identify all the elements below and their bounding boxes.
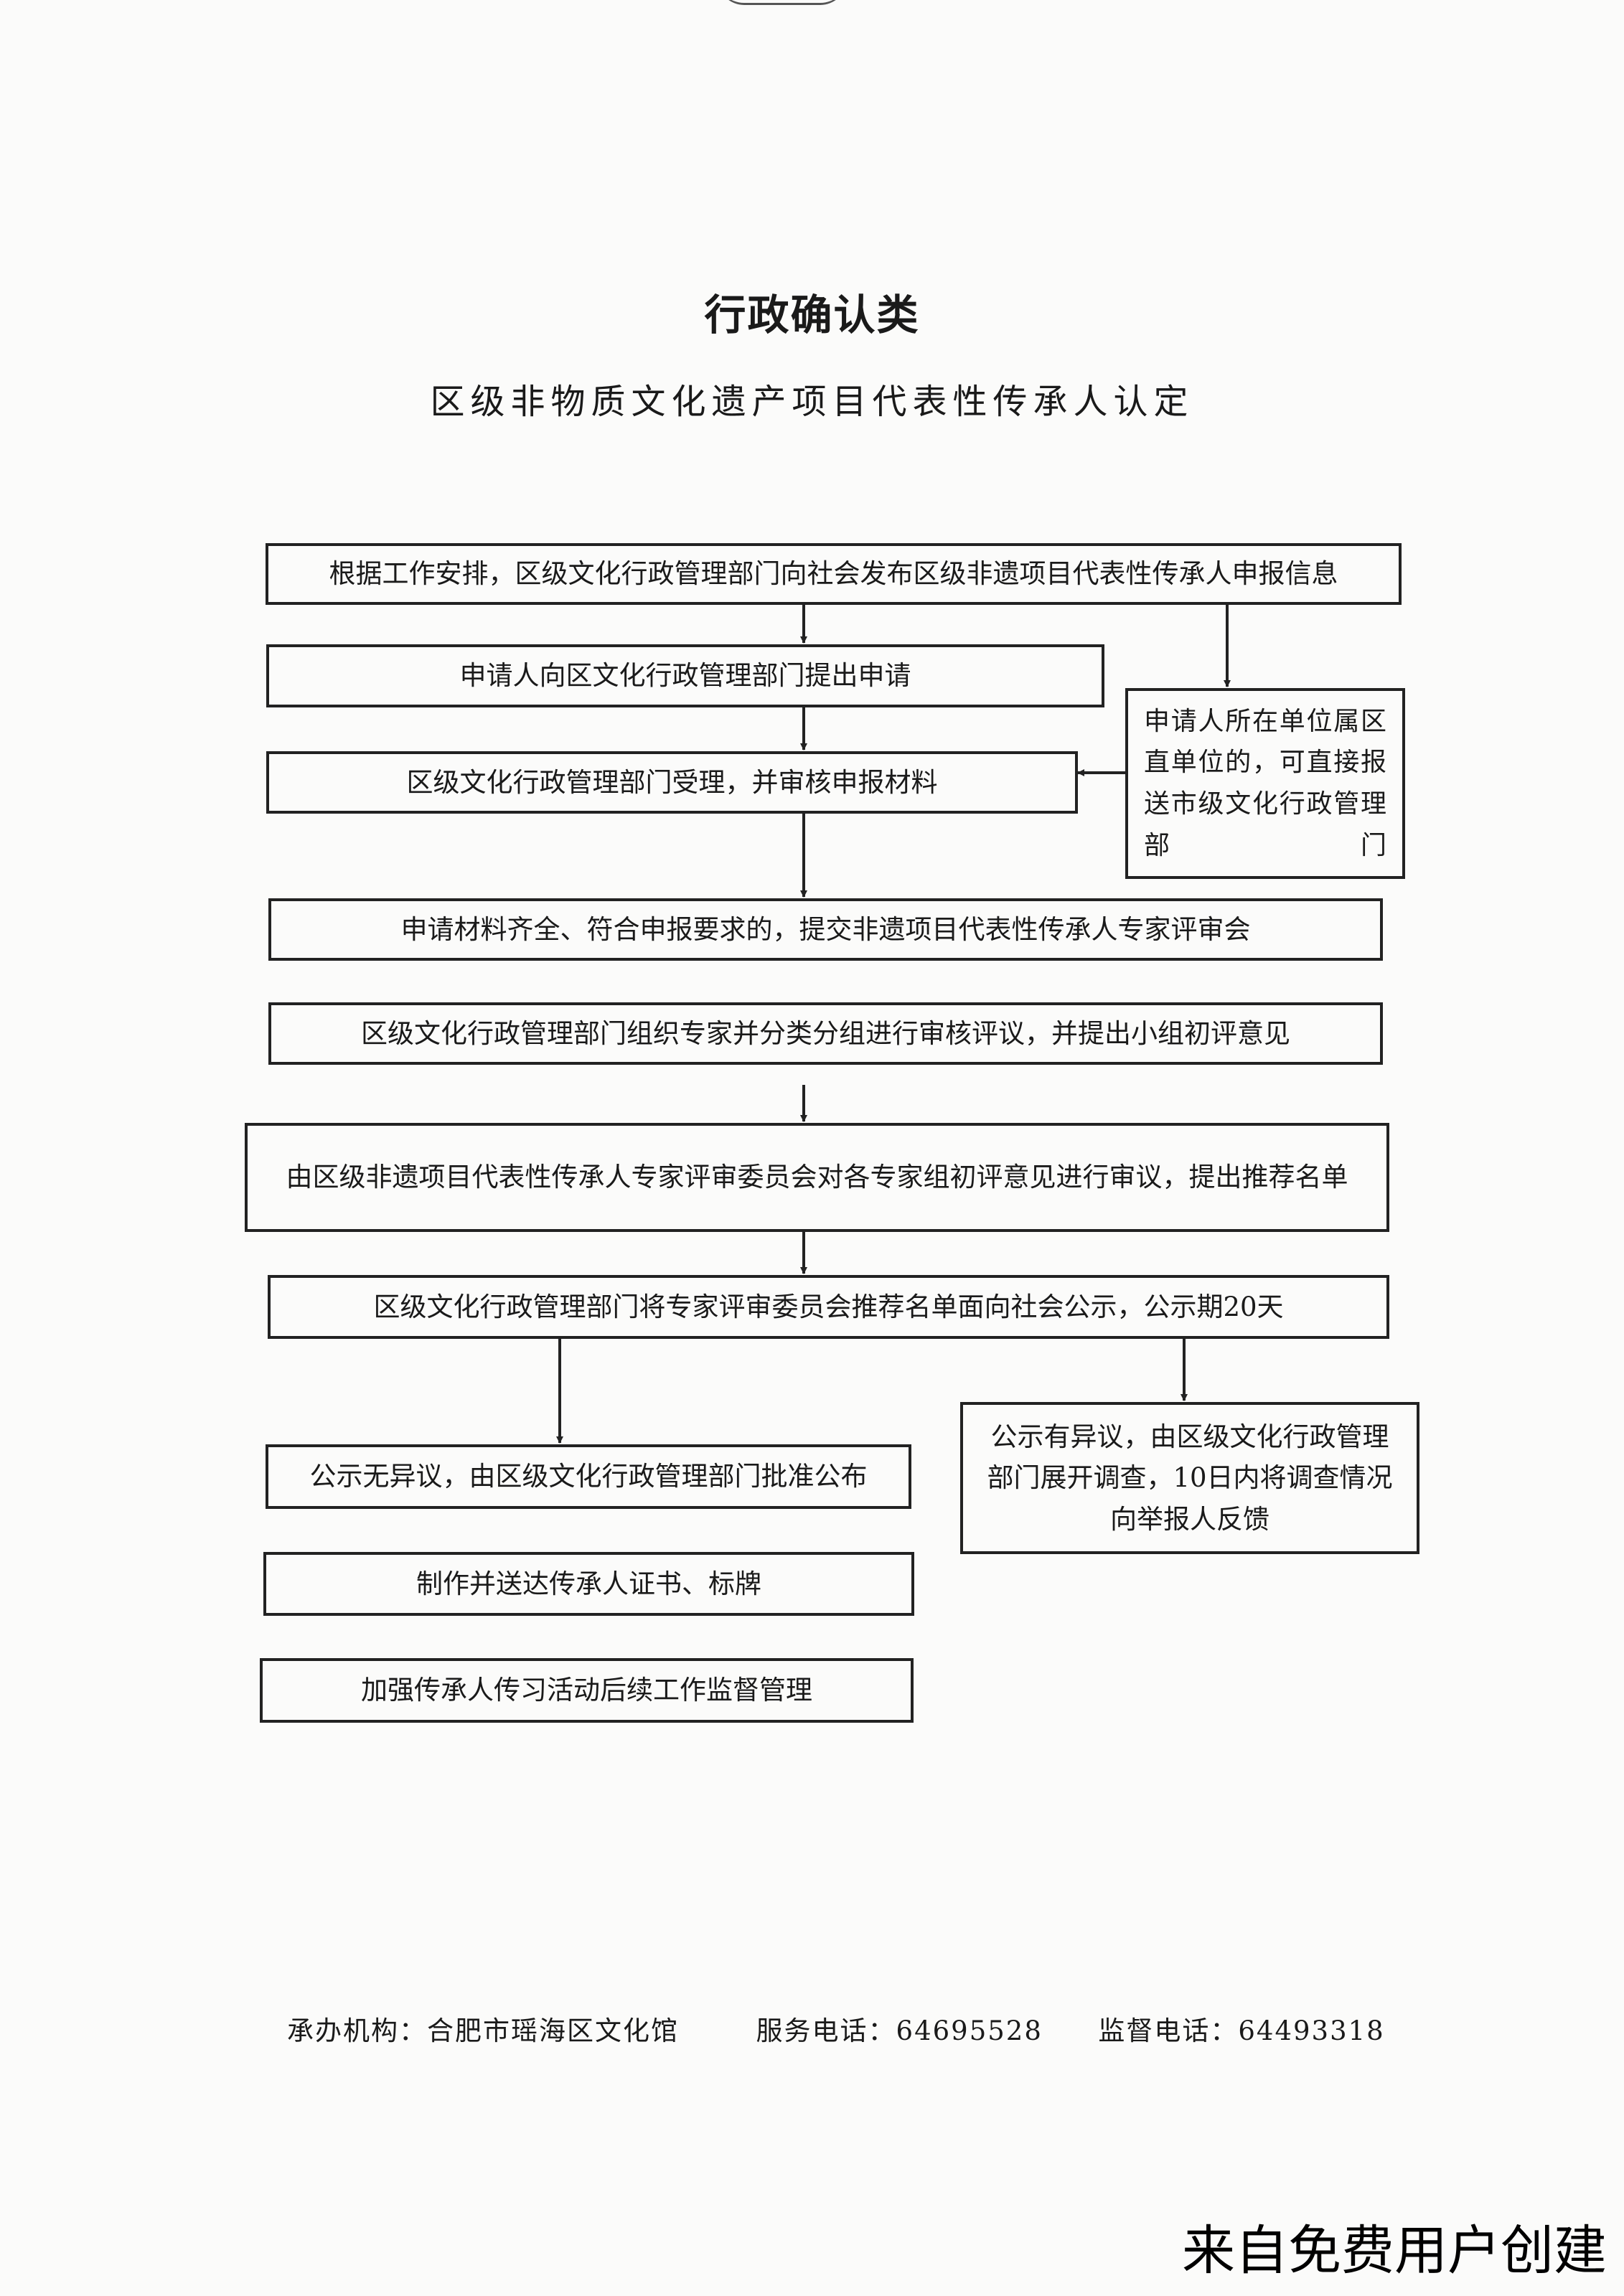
- step-public-notice: 区级文化行政管理部门将专家评审委员会推荐名单面向社会公示，公示期20天: [268, 1275, 1389, 1339]
- step-submit-expert-review: 申请材料齐全、符合申报要求的，提交非遗项目代表性传承人专家评审会: [268, 898, 1383, 961]
- footer-contact: 承办机构：合肥市瑶海区文化馆 服务电话：64695528 监督电话：644933…: [287, 2009, 1385, 2048]
- step-supervise: 加强传承人传习活动后续工作监督管理: [260, 1658, 914, 1723]
- step-apply: 申请人向区文化行政管理部门提出申请: [266, 644, 1104, 707]
- page-title: 行政确认类: [704, 291, 920, 339]
- step-objection: 公示有异议，由区级文化行政管理部门展开调查，10日内将调查情况向举报人反馈: [960, 1402, 1419, 1554]
- step-accept-review: 区级文化行政管理部门受理，并审核申报材料: [266, 751, 1078, 814]
- page-subtitle: 区级非物质文化遗产项目代表性传承人认定: [430, 382, 1194, 422]
- footer-organizer: 承办机构：合肥市瑶海区文化馆: [287, 2015, 679, 2046]
- top-edge-mark: [718, 0, 847, 5]
- footer-supervision-phone: 监督电话：64493318: [1098, 2015, 1385, 2046]
- step-direct-unit: 申请人所在单位属区直单位的，可直接报送市级文化行政管理部门: [1125, 688, 1405, 879]
- step-committee-review: 由区级非遗项目代表性传承人专家评审委员会对各专家组初评意见进行审议，提出推荐名单: [245, 1123, 1389, 1232]
- footer-service-phone: 服务电话：64695528: [756, 2015, 1043, 2046]
- step-group-review: 区级文化行政管理部门组织专家并分类分组进行审核评议，并提出小组初评意见: [268, 1002, 1383, 1065]
- step-certificate: 制作并送达传承人证书、标牌: [263, 1552, 914, 1616]
- step-publish-info: 根据工作安排，区级文化行政管理部门向社会发布区级非遗项目代表性传承人申报信息: [266, 543, 1402, 605]
- watermark-text: 来自免费用户创建: [1182, 2220, 1607, 2282]
- step-no-objection: 公示无异议，由区级文化行政管理部门批准公布: [266, 1444, 911, 1509]
